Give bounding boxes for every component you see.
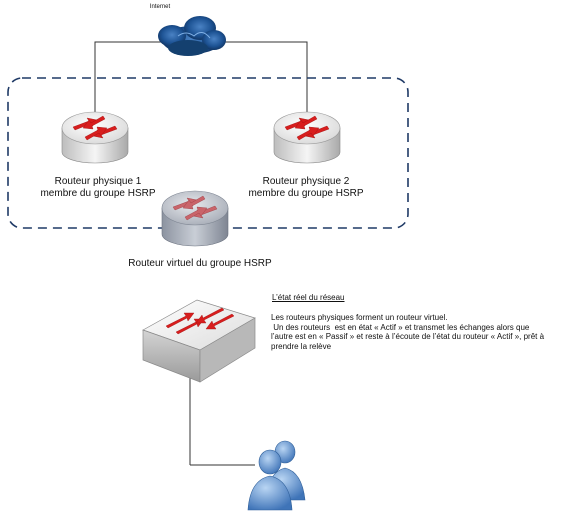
virtual-router-label: Routeur virtuel du groupe HSRP [128,258,272,269]
router2-name: Routeur physique 2 [262,176,350,187]
link-cloud-router2 [215,41,308,112]
description-line: Les routeurs physiques forment un routeu… [271,313,448,322]
internet-label: Internet [149,4,171,10]
router2-group: membre du groupe HSRP [248,188,364,199]
router1-label: Routeur physique 1 membre du groupe HSRP [38,176,158,200]
description-text: Les routeurs physiques forment un routeu… [271,313,583,351]
switch-icon [142,299,256,383]
router-icon [273,111,341,164]
router-icon [61,111,129,164]
connection-lines [94,41,308,466]
description-title: L’état réel du réseau [272,293,345,302]
description-line: l’autre est en « Passif » et reste à l’é… [271,332,545,341]
link-cloud-router1 [94,41,170,112]
cloud-icon [158,16,226,56]
description-line: Un des routeurs est en état « Actif » et… [271,322,530,332]
router2-label: Routeur physique 2 membre du groupe HSRP [236,176,376,200]
description-line: prendre la relève [271,341,332,351]
users-icon [247,440,306,511]
router1-name: Routeur physique 1 [54,176,142,187]
router1-group: membre du groupe HSRP [40,188,156,199]
router-icon [161,190,229,247]
